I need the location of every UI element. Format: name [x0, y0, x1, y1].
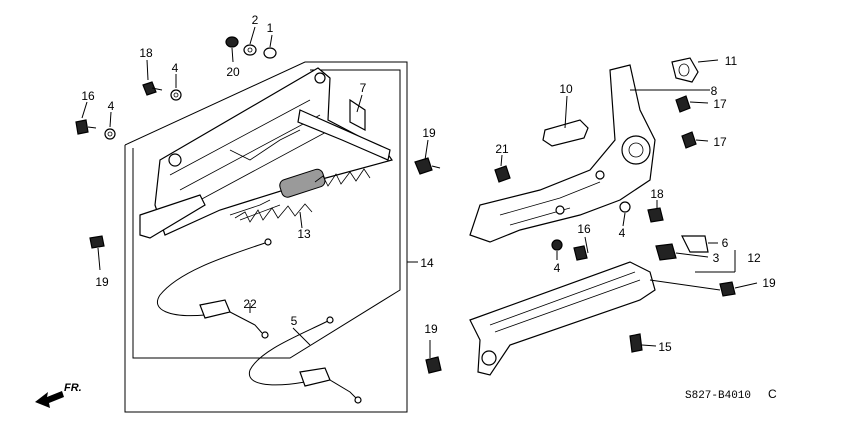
callout-17: 17	[713, 135, 727, 149]
callout-8: 8	[711, 84, 718, 98]
callout-4: 4	[554, 261, 561, 275]
diagram-code-suffix: C	[768, 387, 777, 401]
cable-5	[248, 316, 362, 404]
callout-4: 4	[108, 99, 115, 113]
callout-15: 15	[658, 340, 672, 354]
callout-4: 4	[619, 226, 626, 240]
callout-3: 3	[713, 251, 720, 265]
callout-14: 14	[420, 256, 434, 270]
diagram-code: S827-B4010 C	[685, 387, 777, 402]
callout-labels: 1 2 20 18 4 16 4 7 19 19 13 14 22 5 19 1…	[81, 13, 776, 354]
callout-12: 12	[747, 251, 761, 265]
callout-20: 20	[226, 65, 240, 79]
leader-lines	[81, 26, 758, 358]
cover-11	[671, 57, 699, 83]
left-seat-track-assembly	[139, 67, 393, 239]
callout-17: 17	[713, 97, 727, 111]
callout-19: 19	[422, 126, 436, 140]
lever-handle	[542, 119, 589, 147]
callout-16: 16	[577, 222, 591, 236]
callout-19: 19	[95, 275, 109, 289]
front-label: FR.	[64, 382, 82, 394]
callout-19: 19	[762, 276, 776, 290]
diagram-code-text: S827-B4010	[685, 390, 751, 402]
right-hardware	[494, 95, 736, 353]
left-hardware	[75, 36, 442, 374]
callout-16: 16	[81, 89, 95, 103]
callout-1: 1	[267, 21, 274, 35]
callout-7: 7	[360, 81, 367, 95]
callout-21: 21	[495, 142, 509, 156]
right-recliner-assembly	[469, 64, 656, 243]
assembly-outline	[124, 61, 408, 413]
callout-4: 4	[172, 61, 179, 75]
right-lower-rail	[469, 261, 656, 376]
callout-2: 2	[252, 13, 259, 27]
callout-10: 10	[559, 82, 573, 96]
callout-18: 18	[139, 46, 153, 60]
callout-13: 13	[297, 227, 311, 241]
cable-22	[157, 238, 272, 339]
spring-part	[234, 168, 371, 223]
callout-5: 5	[291, 314, 298, 328]
callout-22: 22	[243, 297, 257, 311]
callout-11: 11	[725, 54, 738, 68]
callout-19: 19	[424, 322, 438, 336]
callout-18: 18	[650, 187, 664, 201]
front-direction-arrow: FR.	[35, 382, 82, 408]
callout-6: 6	[722, 236, 729, 250]
